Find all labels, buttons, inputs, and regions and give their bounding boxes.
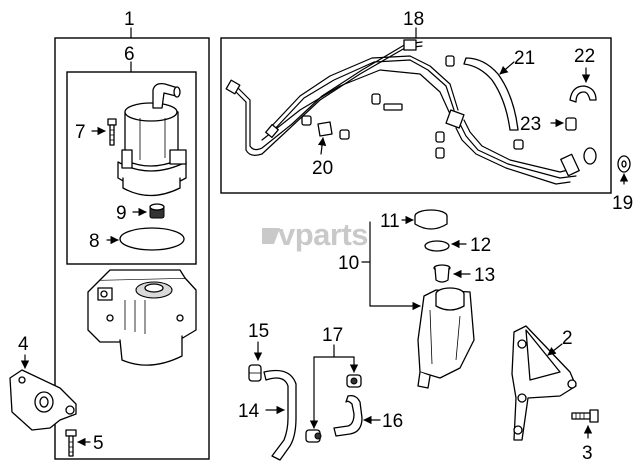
clamp-17b xyxy=(346,374,362,388)
motor-part xyxy=(117,82,187,197)
callout-16[interactable]: 16 xyxy=(382,411,403,432)
filter-13 xyxy=(433,264,451,283)
callout-11[interactable]: 11 xyxy=(380,211,400,232)
callout-2[interactable]: 2 xyxy=(562,328,573,349)
callout-6[interactable]: 6 xyxy=(124,44,135,65)
washer-19 xyxy=(617,155,631,173)
pump-body xyxy=(87,269,197,366)
callout-9[interactable]: 9 xyxy=(116,203,127,224)
callout-4[interactable]: 4 xyxy=(18,334,29,355)
callout-3[interactable]: 3 xyxy=(582,443,593,464)
callout-23[interactable]: 23 xyxy=(520,114,541,135)
hose-14 xyxy=(263,369,297,461)
bolt-3 xyxy=(571,409,599,423)
callout-14[interactable]: 14 xyxy=(238,401,260,422)
callout-5[interactable]: 5 xyxy=(93,433,104,454)
callout-22[interactable]: 22 xyxy=(574,46,595,67)
callout-1[interactable]: 1 xyxy=(124,9,135,30)
bracket-4 xyxy=(9,369,77,431)
callout-21[interactable]: 21 xyxy=(514,48,535,69)
callout-17[interactable]: 17 xyxy=(322,325,343,346)
seal-12 xyxy=(424,240,450,252)
reservoir-10 xyxy=(417,287,475,389)
bolt-7 xyxy=(107,118,117,146)
bracket-2 xyxy=(511,325,577,441)
hose-16 xyxy=(333,394,363,437)
pressure-lines xyxy=(225,39,597,185)
callout-13[interactable]: 13 xyxy=(474,265,495,286)
callout-20[interactable]: 20 xyxy=(312,158,333,179)
clamp-15 xyxy=(248,364,262,382)
grommet-9 xyxy=(149,203,165,219)
clamp-17a xyxy=(305,429,322,443)
callout-18[interactable]: 18 xyxy=(403,9,424,30)
reservoir-cap-11 xyxy=(414,209,448,230)
o-ring-8 xyxy=(119,227,185,251)
assembly-1-frame xyxy=(54,37,210,460)
watermark-logo: vparts xyxy=(262,217,369,252)
callout-7[interactable]: 7 xyxy=(75,122,86,143)
callout-10[interactable]: 10 xyxy=(338,253,359,274)
callout-12[interactable]: 12 xyxy=(470,235,491,256)
callout-8[interactable]: 8 xyxy=(89,231,100,252)
bolt-5 xyxy=(65,429,77,457)
callout-19[interactable]: 19 xyxy=(612,193,633,214)
callout-15[interactable]: 15 xyxy=(248,321,269,342)
watermark-text: vparts xyxy=(278,217,368,252)
